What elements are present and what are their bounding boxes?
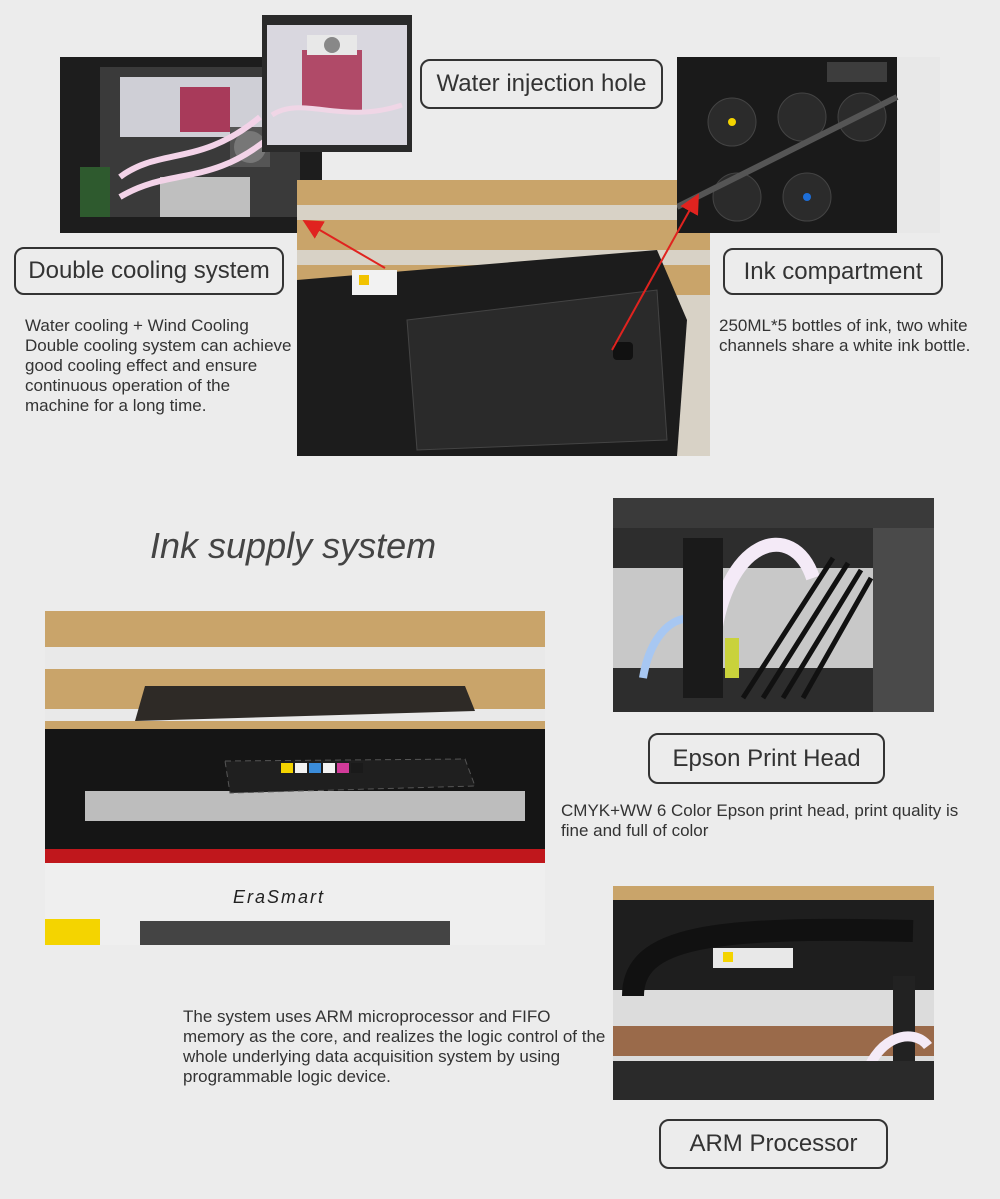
water-hole-arrow <box>302 219 386 269</box>
ink-compartment-label: Ink compartment <box>723 248 943 295</box>
water-tank-photo <box>262 15 412 152</box>
epson-description: CMYK+WW 6 Color Epson print head, print … <box>561 801 959 840</box>
water-injection-label: Water injection hole <box>420 59 663 109</box>
double-cooling-label: Double cooling system <box>14 247 284 295</box>
arm-processor-photo <box>613 886 934 1100</box>
ink-description: 250ML*5 bottles of ink, two white channe… <box>719 316 971 355</box>
printer-front-photo: EraSmart <box>45 611 545 945</box>
cooling-description: Water cooling + Wind Cooling Double cool… <box>25 316 292 415</box>
ink-compartment-photo <box>677 57 940 233</box>
epson-head-label: Epson Print Head <box>648 733 885 784</box>
arm-description: The system uses ARM microprocessor and F… <box>183 1007 606 1086</box>
printer-lid-photo <box>297 180 710 456</box>
section-title: Ink supply system <box>150 525 437 566</box>
annotation-arrows <box>302 193 699 351</box>
brand-logo: EraSmart <box>233 887 326 907</box>
print-head-photo <box>613 498 934 712</box>
ink-compartment-arrow <box>611 193 699 351</box>
arm-processor-label: ARM Processor <box>659 1119 888 1169</box>
